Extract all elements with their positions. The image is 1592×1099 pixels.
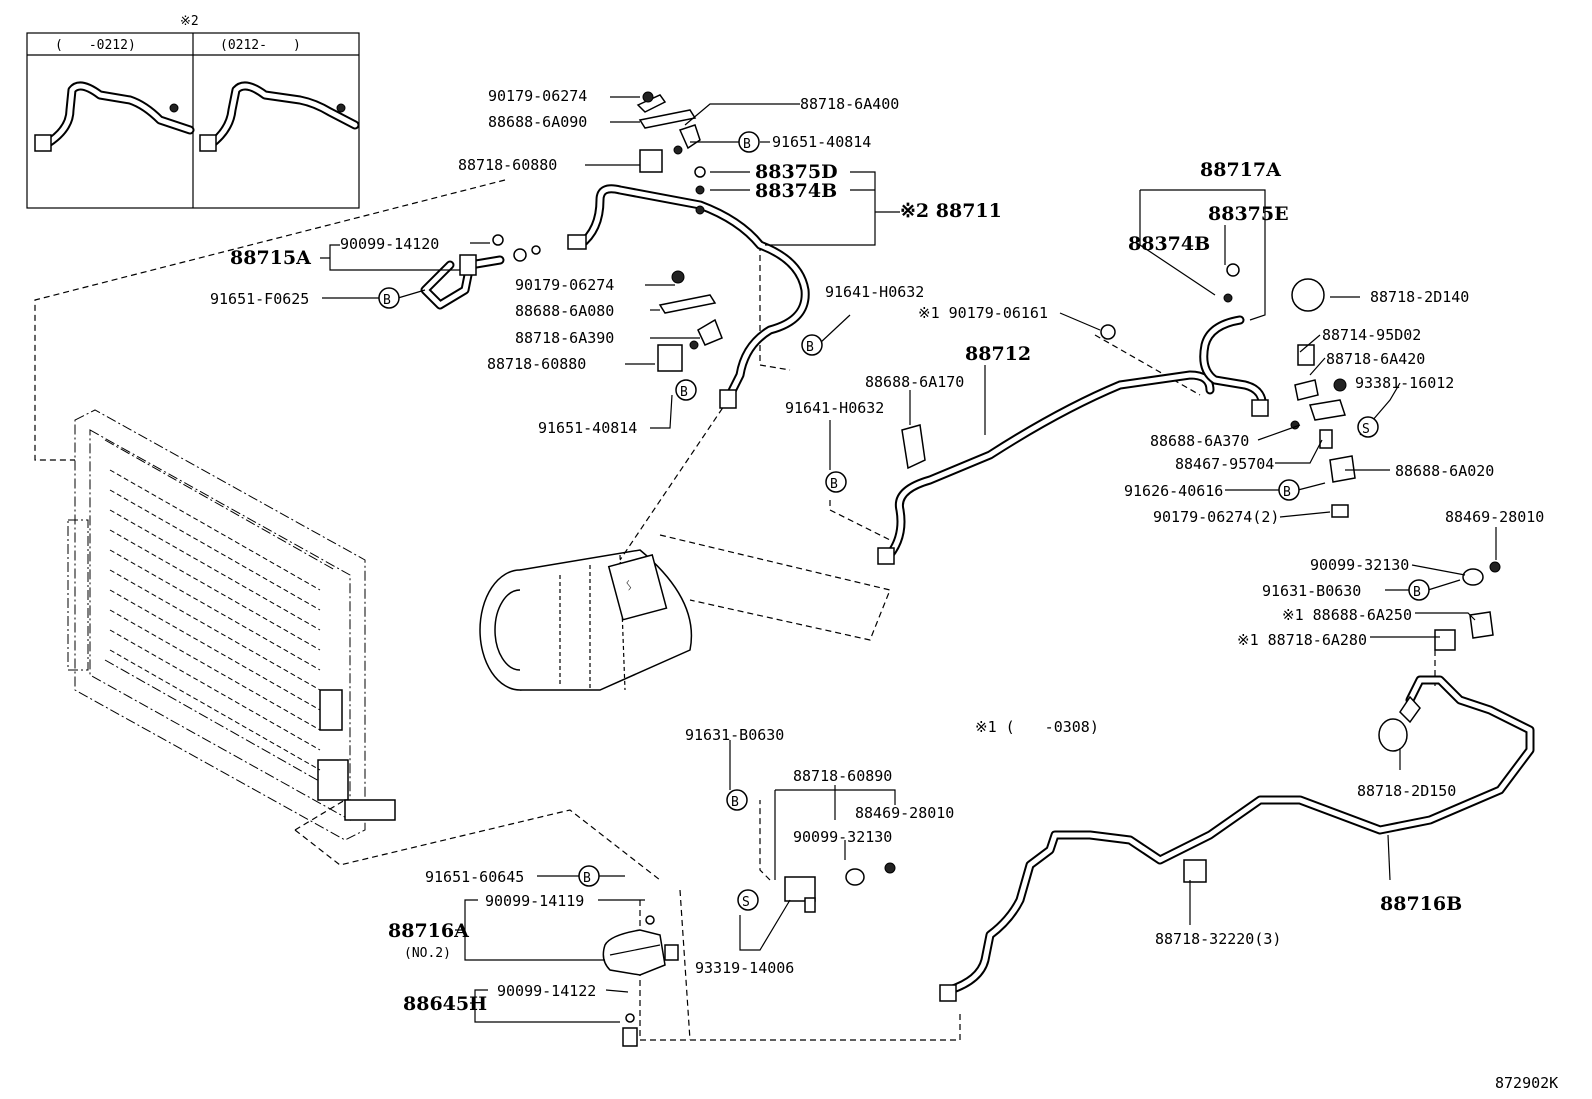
part-label: 88715A (230, 247, 311, 269)
inset-right-header: (0212- ) (220, 38, 301, 53)
pipe-88711 (567, 184, 810, 409)
screw-symbol: S (737, 889, 759, 911)
condenser-illustration (67, 409, 396, 841)
svg-text:B: B (806, 340, 814, 355)
part-label: 91651-40814 (772, 133, 871, 151)
inset-pipe-left (40, 81, 195, 150)
compressor-illustration: ᛊ (479, 549, 693, 691)
inset-variants: ※2 ( -0212) (0212- ) (26, 14, 360, 209)
part-label: 88718-6A400 (800, 95, 899, 113)
inset-title-mark: ※2 (180, 14, 199, 29)
bolt-symbol: B (738, 131, 760, 153)
bolt-symbol: B (726, 789, 748, 811)
inset-fitting-left (34, 134, 52, 152)
part-label: 91651-60645 (425, 868, 524, 886)
screw-symbol: S (1357, 416, 1379, 438)
part-label: 91651-40814 (538, 419, 637, 437)
dashed-leaders (34, 179, 1436, 1041)
part-label: 88645H (403, 993, 487, 1015)
part-label: 91631-B0630 (1262, 582, 1361, 600)
svg-text:B: B (731, 795, 739, 810)
pipe-88716B (939, 675, 1535, 1002)
part-label: 90099-14119 (485, 892, 584, 910)
small-parts (492, 91, 1501, 1047)
part-label: 91641-H0632 (825, 283, 924, 301)
part-label: 88688-6A080 (515, 302, 614, 320)
part-label: ※1 90179-06161 (918, 304, 1048, 322)
svg-text:S: S (742, 895, 750, 910)
part-label: 93381-16012 (1355, 374, 1454, 392)
part-label: 88374B (755, 180, 837, 202)
pipe-88715A (420, 254, 505, 310)
part-label: 88718-60890 (793, 767, 892, 785)
part-label: 88718-60880 (458, 156, 557, 174)
part-label: 88688-6A090 (488, 113, 587, 131)
inset-left-header: ( -0212) (55, 38, 136, 53)
part-label: 88718-60880 (487, 355, 586, 373)
part-label: 88718-2D150 (1357, 782, 1456, 800)
svg-text:ᛊ: ᛊ (625, 579, 633, 594)
svg-text:B: B (680, 385, 688, 400)
bolt-symbol: B (1408, 579, 1430, 601)
pipe-88716A (602, 929, 666, 976)
part-label: 90099-32130 (1310, 556, 1409, 574)
svg-text:B: B (1413, 585, 1421, 600)
bolt-symbol: B (578, 865, 600, 887)
svg-text:B: B (830, 477, 838, 492)
part-label: 91651-F0625 (210, 290, 309, 308)
pipe-88717A (1199, 315, 1269, 417)
svg-text:B: B (743, 137, 751, 152)
part-label: 88718-6A420 (1326, 350, 1425, 368)
bolt-symbol: B (378, 287, 400, 309)
pipe-88712 (877, 370, 1215, 565)
part-label: 88374B (1128, 233, 1210, 255)
part-label: 88718-2D140 (1370, 288, 1469, 306)
part-label: 91641-H0632 (785, 399, 884, 417)
inset-fitting-right (199, 134, 217, 152)
diagram-id: 872902K (1495, 1074, 1558, 1092)
svg-text:B: B (383, 293, 391, 308)
part-label: 91631-B0630 (685, 726, 784, 744)
part-label: 90179-06274(2) (1153, 508, 1279, 526)
part-label: 88469-28010 (1445, 508, 1544, 526)
note-1: ※1 ( -0308) (975, 718, 1099, 736)
part-label: ※1 88688-6A250 (1282, 606, 1412, 624)
bolt-symbols: B B B B B B B B B S S (378, 131, 1430, 911)
part-label: 88469-28010 (855, 804, 954, 822)
part-label: 88716B (1380, 893, 1462, 915)
part-label: 90179-06274 (488, 87, 587, 105)
bolt-symbol: B (825, 471, 847, 493)
part-label: ※2 88711 (900, 200, 1002, 222)
part-label-sub: (NO.2) (404, 946, 451, 961)
bolt-symbol: B (675, 379, 697, 401)
part-label: 88717A (1200, 159, 1281, 181)
svg-text:S: S (1362, 422, 1370, 437)
part-label: 88718-32220(3) (1155, 930, 1281, 948)
part-labels: 90179-06274 88688-6A090 88718-6A400 9165… (210, 87, 1544, 1015)
part-label: 88716A (388, 920, 469, 942)
part-label: 88688-6A020 (1395, 462, 1494, 480)
part-label: 93319-14006 (695, 959, 794, 977)
part-label: 88688-6A170 (865, 373, 964, 391)
part-label: ※1 88718-6A280 (1237, 631, 1367, 649)
part-label: 90179-06274 (515, 276, 614, 294)
leader-lines (320, 96, 1497, 1023)
part-label: 88712 (965, 343, 1031, 365)
part-label: 88467-95704 (1175, 455, 1274, 473)
part-label: 88688-6A370 (1150, 432, 1249, 450)
part-label: 91626-40616 (1124, 482, 1223, 500)
part-label: 88375E (1208, 203, 1289, 225)
svg-text:B: B (583, 871, 591, 886)
bolt-symbol: B (801, 334, 823, 356)
bolt-symbol: B (1278, 479, 1300, 501)
part-label: 88714-95D02 (1322, 326, 1421, 344)
part-label: 90099-32130 (793, 828, 892, 846)
part-label: 90099-14122 (497, 982, 596, 1000)
part-label: 88718-6A390 (515, 329, 614, 347)
part-label: 88375D (755, 161, 838, 183)
svg-text:B: B (1283, 485, 1291, 500)
part-label: 90099-14120 (340, 235, 439, 253)
